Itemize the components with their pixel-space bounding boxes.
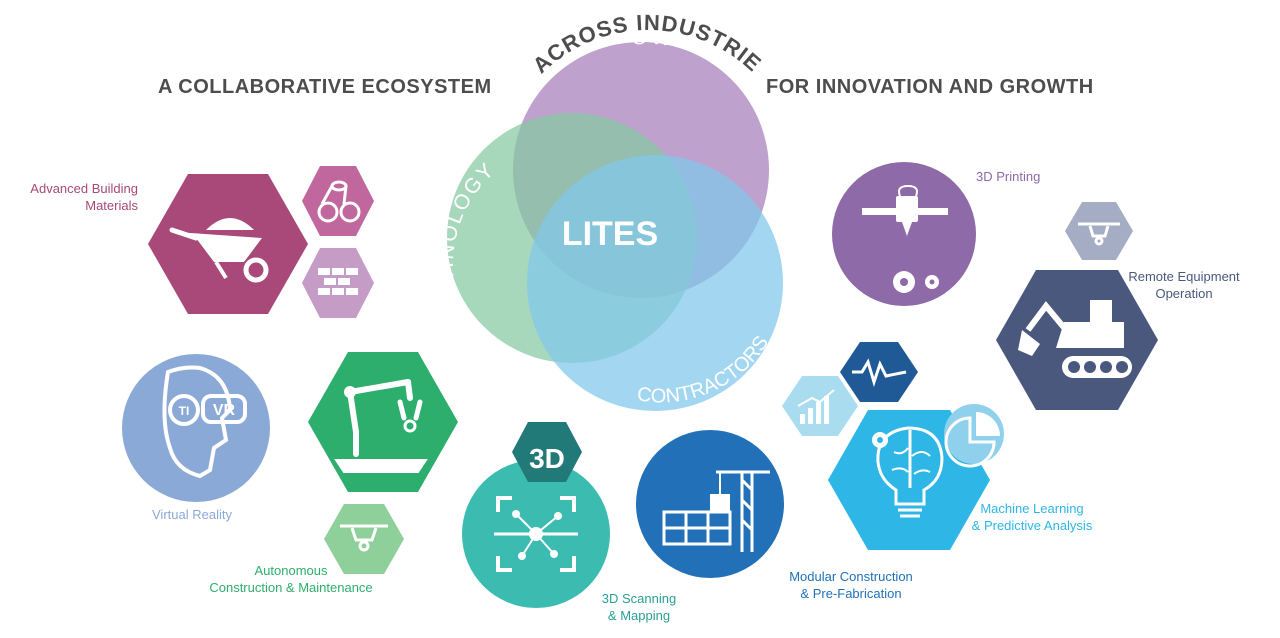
advanced-materials-group [148, 166, 374, 318]
printing-circle [832, 162, 976, 306]
3d-badge-text: 3D [529, 443, 565, 474]
robot-arm-icon [334, 379, 428, 473]
excavator-icon [1018, 300, 1132, 378]
vr-headset-icon: TI VR [162, 365, 247, 479]
vr-badge-text: VR [213, 402, 236, 419]
autonomous-group [308, 352, 458, 574]
label-ml: Machine Learning & Predictive Analysis [971, 501, 1093, 533]
label-advanced-materials: Advanced Building Materials [30, 181, 138, 213]
growth-chart-icon [797, 389, 835, 424]
label-modular: Modular Construction & Pre-Fabrication [789, 569, 913, 601]
header-left: A COLLABORATIVE ECOSYSTEM [158, 76, 492, 98]
label-virtual-reality: Virtual Reality [152, 507, 232, 522]
visor-mark-text: TI [179, 404, 190, 418]
wheelbarrow-icon [169, 218, 269, 283]
3d-printer-icon [862, 184, 948, 293]
label-printing: 3D Printing [976, 169, 1041, 184]
scanning-group: 3D [462, 422, 610, 608]
drone-small-hexagon [1065, 202, 1133, 260]
drone-small-icon [1078, 222, 1120, 246]
robot-hexagon [308, 352, 458, 492]
label-scanning: 3D Scanning & Mapping [601, 591, 677, 623]
brain-bulb-icon [872, 426, 944, 518]
3d-badge-hexagon [512, 422, 582, 482]
ml-group [782, 342, 1004, 550]
label-remote: Remote Equipment Operation [1128, 269, 1240, 301]
pie-chart-icon [944, 412, 1000, 468]
bricks-icon [318, 268, 358, 295]
pipes-icon [317, 180, 361, 223]
venn-contractors-circle [527, 155, 783, 411]
waveform-icon [852, 358, 907, 387]
drone-icon [340, 524, 388, 552]
label-autonomous: Autonomous Construction & Maintenance [209, 563, 373, 595]
scan-network-icon [494, 496, 578, 572]
remote-group [996, 202, 1158, 410]
modular-crane-icon [662, 470, 770, 552]
venn-center-label: LITES [562, 215, 658, 253]
waveform-hexagon [840, 342, 918, 402]
modular-group [636, 430, 784, 578]
vr-circle [122, 354, 270, 502]
virtual-reality-group: TI VR [122, 354, 270, 502]
header-right: FOR INNOVATION AND GROWTH [766, 76, 1094, 98]
printing-group [832, 162, 976, 306]
pipes-hexagon [302, 166, 374, 236]
